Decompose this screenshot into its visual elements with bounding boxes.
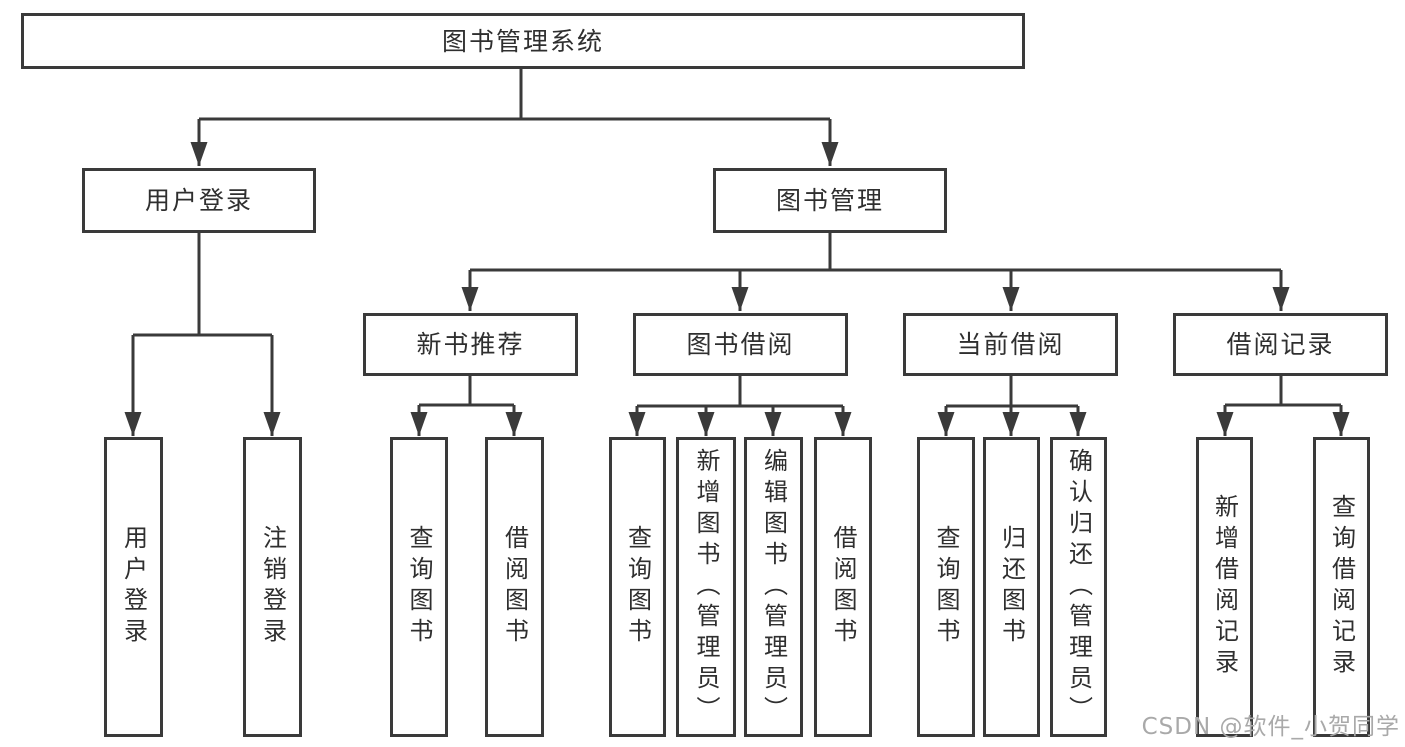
leaf-query-books-current-label: 查询图书 [932, 525, 960, 649]
leaf-add-book-admin: 新增图书（管理员） [676, 437, 736, 737]
node-borrow-records-label: 借阅记录 [1226, 330, 1335, 359]
leaf-logout: 注销登录 [243, 437, 302, 737]
leaf-add-borrow-record-label: 新增借阅记录 [1210, 494, 1239, 680]
watermark-csdn: CSDN @软件_小贺同学 [1141, 714, 1400, 740]
leaf-add-book-admin-label: 新增图书（管理员） [692, 447, 720, 727]
leaf-query-borrow-record: 查询借阅记录 [1313, 437, 1370, 737]
node-book-borrow-label: 图书借阅 [686, 330, 795, 359]
node-current-borrow: 当前借阅 [903, 313, 1118, 376]
leaf-query-books-current: 查询图书 [917, 437, 975, 737]
leaf-borrow-books-recommend: 借阅图书 [485, 437, 544, 737]
node-user-login-label: 用户登录 [144, 186, 253, 215]
leaf-query-books-recommend: 查询图书 [390, 437, 448, 737]
leaf-user-login: 用户登录 [104, 437, 163, 737]
leaf-confirm-return-admin-label: 确认归还（管理员） [1064, 447, 1093, 727]
leaf-edit-book-admin: 编辑图书（管理员） [744, 437, 803, 737]
leaf-logout-label: 注销登录 [258, 525, 287, 649]
node-book-borrow: 图书借阅 [633, 313, 848, 376]
node-user-login: 用户登录 [82, 168, 316, 233]
node-book-management: 图书管理 [713, 168, 947, 233]
leaf-borrow-books: 借阅图书 [814, 437, 872, 737]
node-root: 图书管理系统 [21, 13, 1025, 69]
leaf-query-books-recommend-label: 查询图书 [405, 525, 433, 649]
leaf-borrow-books-recommend-label: 借阅图书 [500, 525, 529, 649]
node-new-book-recommend-label: 新书推荐 [416, 330, 525, 359]
node-borrow-records: 借阅记录 [1173, 313, 1388, 376]
node-current-borrow-label: 当前借阅 [956, 330, 1065, 359]
leaf-query-books-borrow-label: 查询图书 [623, 525, 652, 649]
leaf-add-borrow-record: 新增借阅记录 [1196, 437, 1253, 737]
leaf-query-borrow-record-label: 查询借阅记录 [1327, 494, 1356, 680]
leaf-return-book: 归还图书 [983, 437, 1040, 737]
node-book-management-label: 图书管理 [775, 186, 884, 215]
leaf-confirm-return-admin: 确认归还（管理员） [1050, 437, 1107, 737]
leaf-user-login-label: 用户登录 [119, 525, 148, 649]
node-new-book-recommend: 新书推荐 [363, 313, 578, 376]
leaf-borrow-books-label: 借阅图书 [829, 525, 857, 649]
leaf-query-books-borrow: 查询图书 [609, 437, 666, 737]
node-root-label: 图书管理系统 [441, 26, 604, 56]
leaf-return-book-label: 归还图书 [997, 525, 1026, 649]
leaf-edit-book-admin-label: 编辑图书（管理员） [759, 447, 788, 727]
